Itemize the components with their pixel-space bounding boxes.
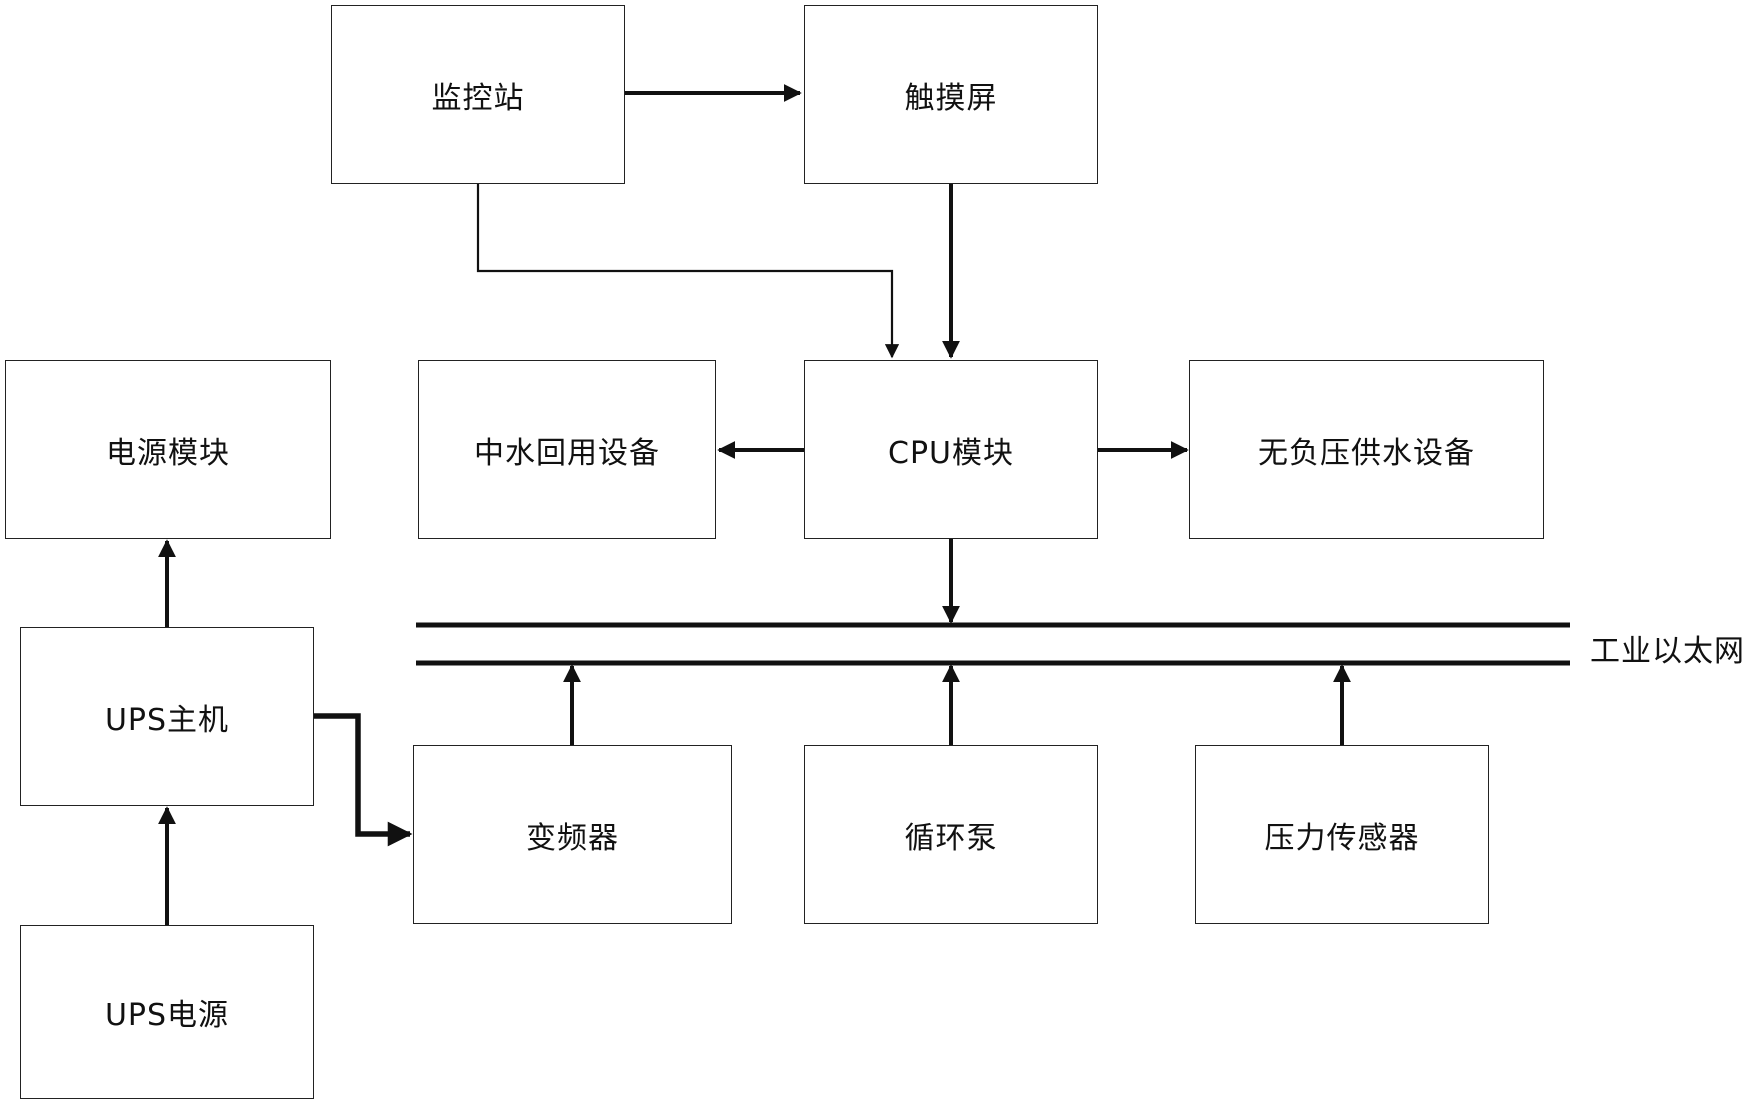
frequency-converter-label: 变频器 <box>526 820 619 856</box>
ups-power-label: UPS电源 <box>104 998 230 1033</box>
monitor-station-label: 监控站 <box>431 80 525 116</box>
touch-screen-box: 触摸屏 <box>804 5 1098 184</box>
circulation-pump-label: 循环泵 <box>904 820 998 856</box>
touch-screen-label: 触摸屏 <box>904 80 998 116</box>
cpu-module-box: CPU模块 <box>804 360 1098 539</box>
ups-host-box: UPS主机 <box>20 627 314 806</box>
monitor-station-box: 监控站 <box>331 5 625 184</box>
ups-host-label: UPS主机 <box>104 702 230 738</box>
power-module-label: 电源模块 <box>106 435 230 471</box>
reclaimed-water-equipment-label: 中水回用设备 <box>474 435 660 471</box>
industrial-ethernet-label: 工业以太网 <box>1590 634 1745 669</box>
pressure-sensor-box: 压力传感器 <box>1195 745 1489 924</box>
ups-power-box: UPS电源 <box>20 925 314 1099</box>
cpu-module-label: CPU模块 <box>888 435 1014 471</box>
pressure-supply-equipment-label: 无负压供水设备 <box>1258 435 1475 471</box>
frequency-converter-box: 变频器 <box>413 745 732 924</box>
pressure-sensor-label: 压力传感器 <box>1264 820 1420 856</box>
reclaimed-water-equipment-box: 中水回用设备 <box>418 360 716 539</box>
power-module-box: 电源模块 <box>5 360 331 539</box>
circulation-pump-box: 循环泵 <box>804 745 1098 924</box>
arrow-ups-host-to-converter <box>314 713 413 847</box>
pressure-supply-equipment-box: 无负压供水设备 <box>1189 360 1544 539</box>
arrow-monitor-to-cpu <box>476 183 900 359</box>
